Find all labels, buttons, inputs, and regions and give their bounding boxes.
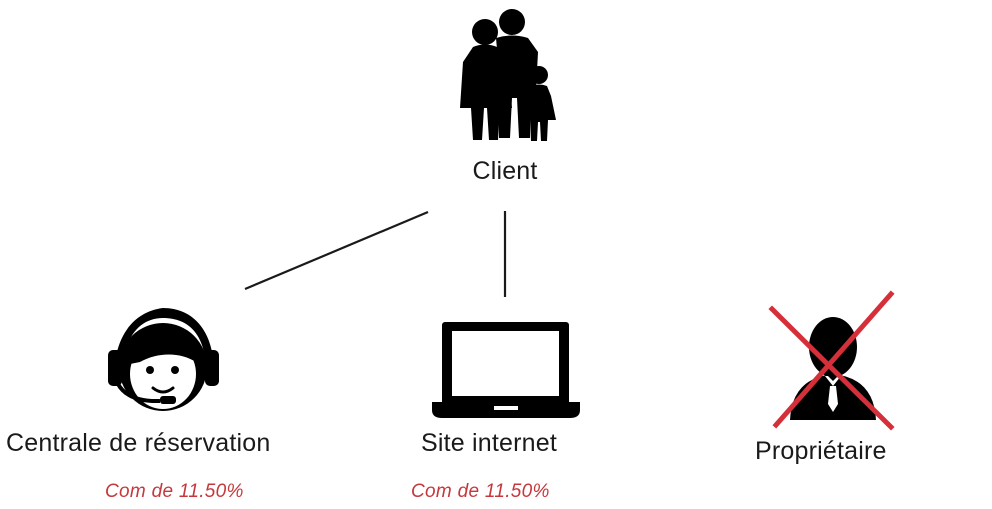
- laptop-icon: [432, 322, 580, 418]
- website-label: Site internet: [421, 429, 558, 457]
- cross-out-mark: [768, 290, 895, 431]
- central-commission-note: Com de 11.50%: [105, 481, 244, 502]
- owner-label: Propriétaire: [755, 437, 887, 465]
- family-icon: [460, 9, 556, 141]
- website-commission-note: Com de 11.50%: [411, 481, 550, 502]
- headset-operator-icon: [108, 308, 219, 411]
- central-label: Centrale de réservation: [6, 429, 271, 457]
- client-label: Client: [472, 157, 538, 185]
- connector-client-central: [244, 210, 429, 291]
